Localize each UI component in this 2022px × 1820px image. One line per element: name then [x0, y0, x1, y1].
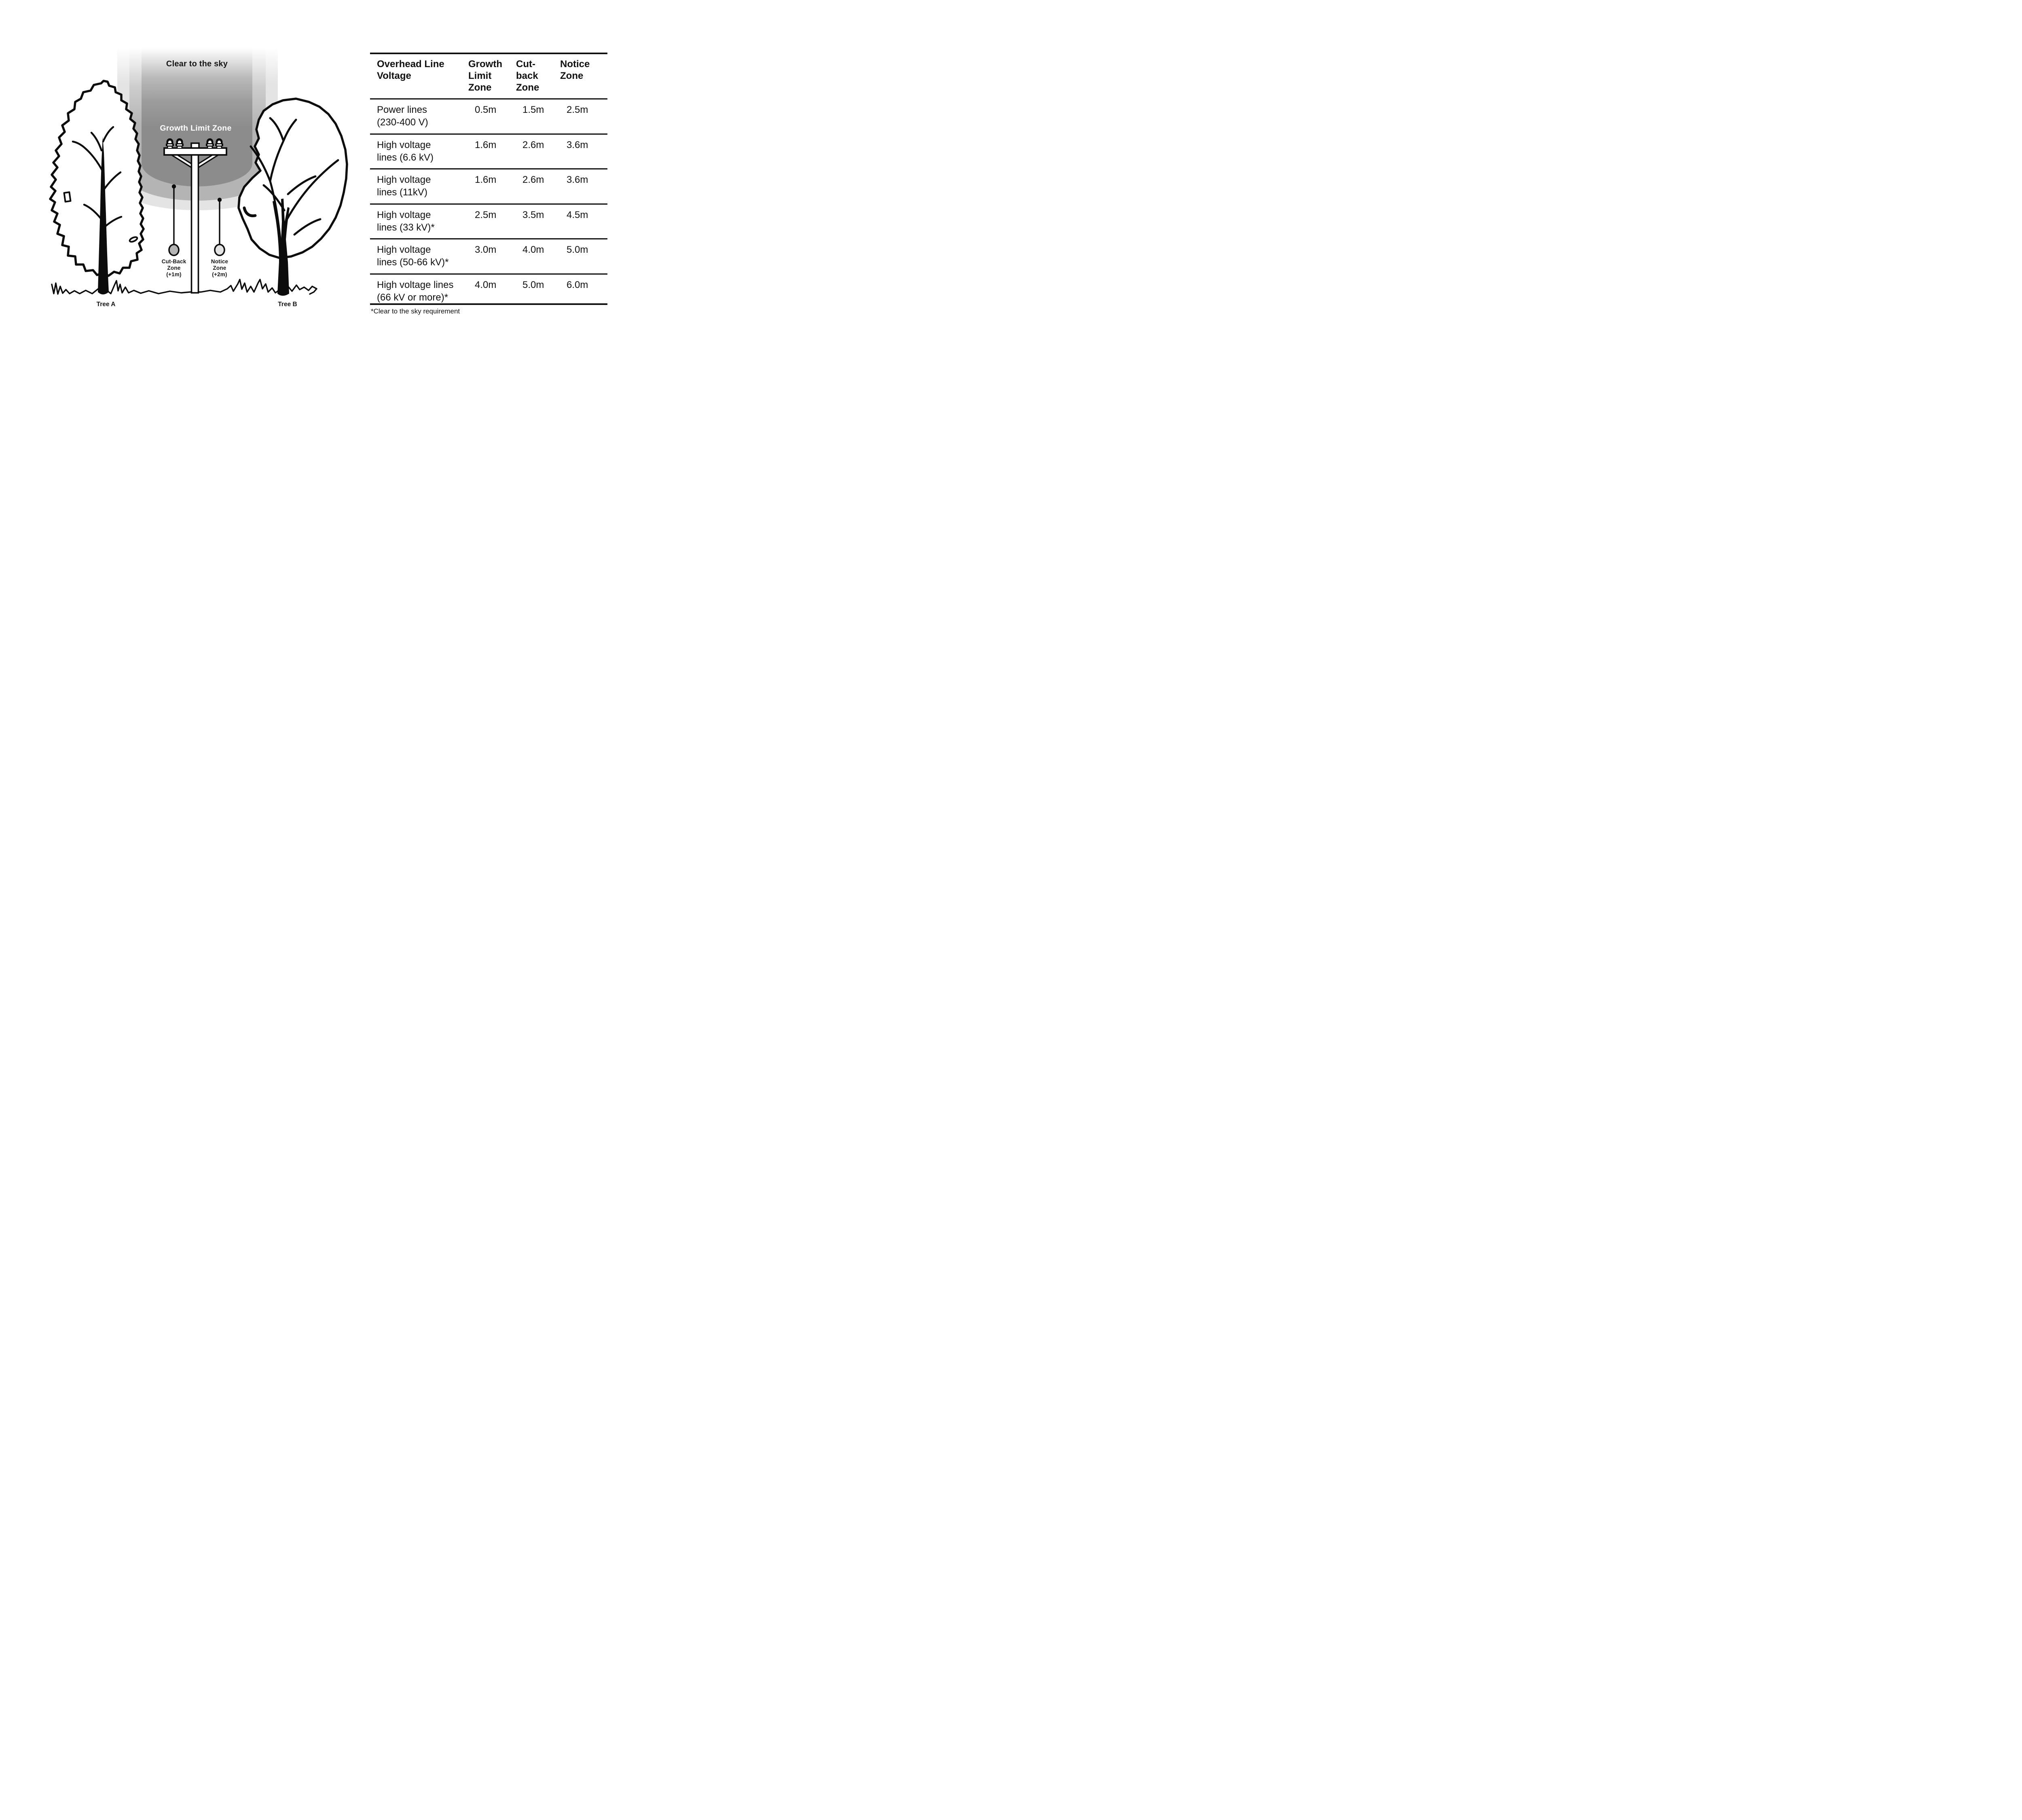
zone-callouts	[168, 184, 225, 256]
growth-limit-cell: 4.0m	[475, 279, 497, 290]
voltage-cell: High voltage lines (11kV)	[377, 174, 431, 198]
growth-limit-cell: 1.6m	[475, 139, 497, 150]
table-row: High voltage lines (66 kV or more)* 4.0m…	[370, 273, 607, 304]
clear-to-sky-label: Clear to the sky	[166, 59, 228, 68]
cutback-cell: 5.0m	[522, 279, 544, 290]
tree-a-crown	[49, 80, 145, 277]
cutback-callout-dot	[171, 184, 176, 189]
pole-mast	[190, 153, 199, 294]
voltage-cell: High voltage lines (6.6 kV)	[377, 139, 434, 163]
growth-limit-cell: 2.5m	[475, 209, 497, 220]
insulator-icon	[215, 138, 223, 148]
col-header-notice: Notice Zone	[560, 59, 590, 81]
growth-limit-cell: 3.0m	[475, 244, 497, 255]
pole-braces	[170, 151, 220, 170]
table-footnote: *Clear to the sky requirement	[371, 307, 460, 315]
tree-b	[237, 97, 348, 296]
table-row: High voltage lines (50-66 kV)* 3.0m 4.0m…	[370, 238, 607, 273]
tree-a-branches	[72, 126, 123, 228]
tree-b-label: Tree B	[278, 301, 297, 308]
tree-a-label: Tree A	[96, 301, 116, 308]
tree-b-crown	[237, 97, 348, 259]
insulator-icon	[206, 138, 214, 148]
table-row: High voltage lines (11kV) 1.6m 2.6m 3.6m	[370, 168, 607, 203]
table-row: High voltage lines (6.6 kV) 1.6m 2.6m 3.…	[370, 133, 607, 169]
notice-cell: 3.6m	[567, 174, 588, 185]
cutback-cell: 2.6m	[522, 139, 544, 150]
table-header-row: Overhead Line Voltage Growth Limit Zone …	[370, 54, 607, 98]
tree-a	[49, 80, 145, 294]
clearance-table: Overhead Line Voltage Growth Limit Zone …	[370, 53, 607, 305]
clearance-infographic: Clear to the sky Growth Limit Zone Cut-B…	[0, 0, 647, 364]
cutback-cell: 4.0m	[522, 244, 544, 255]
notice-callout-dot	[217, 197, 222, 202]
voltage-cell: High voltage lines (50-66 kV)*	[377, 244, 449, 268]
notice-cell: 5.0m	[567, 244, 588, 255]
notice-cell: 2.5m	[567, 104, 588, 115]
insulator-icon	[166, 138, 174, 148]
tree-b-trunk	[273, 199, 290, 296]
ground-line	[51, 279, 317, 295]
clearance-diagram	[49, 45, 348, 296]
insulator-icon	[176, 138, 184, 148]
tree-a-knot	[129, 236, 138, 243]
growth-limit-cell: 1.6m	[475, 174, 497, 185]
growth-limit-cell: 0.5m	[475, 104, 497, 115]
voltage-cell: High voltage lines (66 kV or more)*	[377, 279, 454, 303]
table-row: High voltage lines (33 kV)* 2.5m 3.5m 4.…	[370, 203, 607, 239]
col-header-cutback: Cut- back Zone	[516, 59, 539, 93]
notice-cell: 6.0m	[567, 279, 588, 290]
growth-limit-zone-label: Growth Limit Zone	[160, 124, 232, 133]
notice-cell: 4.5m	[567, 209, 588, 220]
voltage-cell: High voltage lines (33 kV)*	[377, 209, 435, 233]
notice-zone-label: Notice Zone (+2m)	[211, 258, 228, 277]
pole-crossarm	[163, 147, 227, 156]
table-row: Power lines (230-400 V) 0.5m 1.5m 2.5m	[370, 98, 607, 133]
col-header-voltage: Overhead Line Voltage	[377, 59, 444, 81]
notice-cell: 3.6m	[567, 139, 588, 150]
insulators	[166, 138, 223, 148]
col-header-growth-limit: Growth Limit Zone	[468, 59, 502, 93]
cutback-cell: 2.6m	[522, 174, 544, 185]
cutback-cell: 1.5m	[522, 104, 544, 115]
tree-a-hole	[63, 191, 72, 203]
cutback-cell: 3.5m	[522, 209, 544, 220]
cutback-zone-marker	[168, 243, 180, 256]
voltage-cell: Power lines (230-400 V)	[377, 104, 428, 128]
tree-a-trunk	[98, 137, 109, 294]
cutback-zone-label: Cut-Back Zone (+1m)	[161, 258, 186, 277]
notice-zone-marker	[214, 243, 225, 256]
utility-pole	[163, 138, 227, 294]
